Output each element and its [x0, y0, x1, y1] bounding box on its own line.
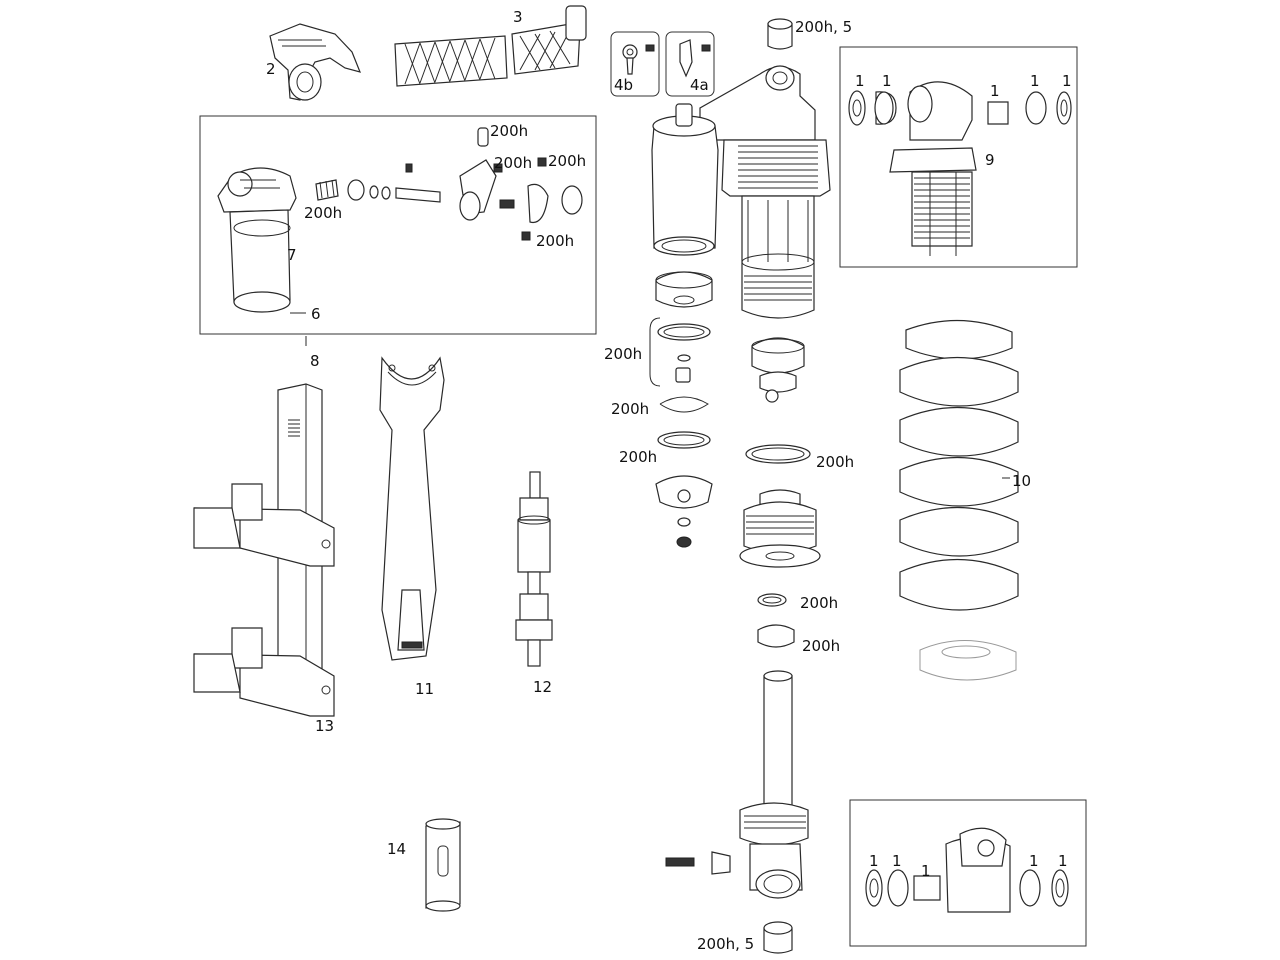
label-200h-5-top: 200h, 5	[795, 18, 852, 36]
reservoir-subassembly-frame	[199, 115, 597, 335]
label-14: 14	[387, 840, 406, 858]
leader-lines	[290, 312, 1010, 479]
label-12: 12	[533, 678, 552, 696]
lower-eyelet-bearing-frame	[849, 799, 1087, 947]
label-200h-9: 200h	[816, 453, 854, 471]
bottom-bushing-part	[763, 921, 793, 954]
label-6: 6	[311, 305, 321, 323]
label-1-c: 1	[990, 82, 1000, 100]
label-1-h: 1	[921, 862, 931, 880]
detail-4a-frame	[665, 31, 715, 97]
damper-shaft-part	[665, 670, 809, 899]
label-200h-1: 200h	[490, 122, 528, 140]
piston-seal-stack-right	[739, 337, 821, 648]
grip-shifter-part	[394, 5, 587, 87]
label-1-d: 1	[1030, 72, 1040, 90]
label-7: 7	[287, 246, 297, 264]
label-11: 11	[415, 680, 434, 698]
label-1-e: 1	[1062, 72, 1072, 90]
upper-eyelet-assembly-part	[848, 81, 1072, 256]
label-200h-2: 200h	[494, 154, 532, 172]
upper-eyelet-bearing-frame	[839, 46, 1078, 268]
sleeve-tool-part	[425, 818, 461, 912]
spanner-wrench-tool-part	[379, 356, 445, 661]
label-1-i: 1	[1029, 852, 1039, 870]
top-bushing-part	[767, 18, 793, 50]
label-3: 3	[513, 8, 523, 26]
piston-seal-stack-left	[655, 271, 713, 548]
detail-4a-part	[679, 39, 711, 78]
label-200h-5: 200h	[536, 232, 574, 250]
label-1-g: 1	[892, 852, 902, 870]
label-9: 9	[985, 151, 995, 169]
label-13: 13	[315, 717, 334, 735]
label-200h-11: 200h	[802, 637, 840, 655]
label-4a: 4a	[690, 76, 709, 94]
spring-compressor-tool-part	[193, 383, 335, 717]
label-200h-6: 200h	[604, 345, 642, 363]
coil-spring-part	[899, 319, 1019, 681]
remote-lever-part	[269, 23, 362, 101]
label-1-f: 1	[869, 852, 879, 870]
label-1-j: 1	[1058, 852, 1068, 870]
reservoir-subassembly-parts	[217, 127, 583, 313]
lower-eyelet-bearing-parts	[865, 827, 1069, 913]
label-200h-10: 200h	[800, 594, 838, 612]
label-200h-8: 200h	[619, 448, 657, 466]
label-200h-5-bottom: 200h, 5	[697, 935, 754, 953]
detail-4b-part	[622, 44, 655, 75]
label-10: 10	[1012, 472, 1031, 490]
label-2: 2	[266, 60, 276, 78]
label-1-a: 1	[855, 72, 865, 90]
label-8: 8	[310, 352, 320, 370]
detail-4b-frame	[610, 31, 660, 97]
tool-pin-part	[515, 471, 553, 667]
shock-main-body-part	[651, 65, 831, 319]
label-200h-3: 200h	[548, 152, 586, 170]
callout-labels: 2 3 4b 4a 200h, 5 1 1 1 1 1 9 200h 200h …	[266, 8, 1072, 953]
label-200h-7: 200h	[611, 400, 649, 418]
label-4b: 4b	[614, 76, 633, 94]
label-1-b: 1	[882, 72, 892, 90]
label-200h-4: 200h	[304, 204, 342, 222]
